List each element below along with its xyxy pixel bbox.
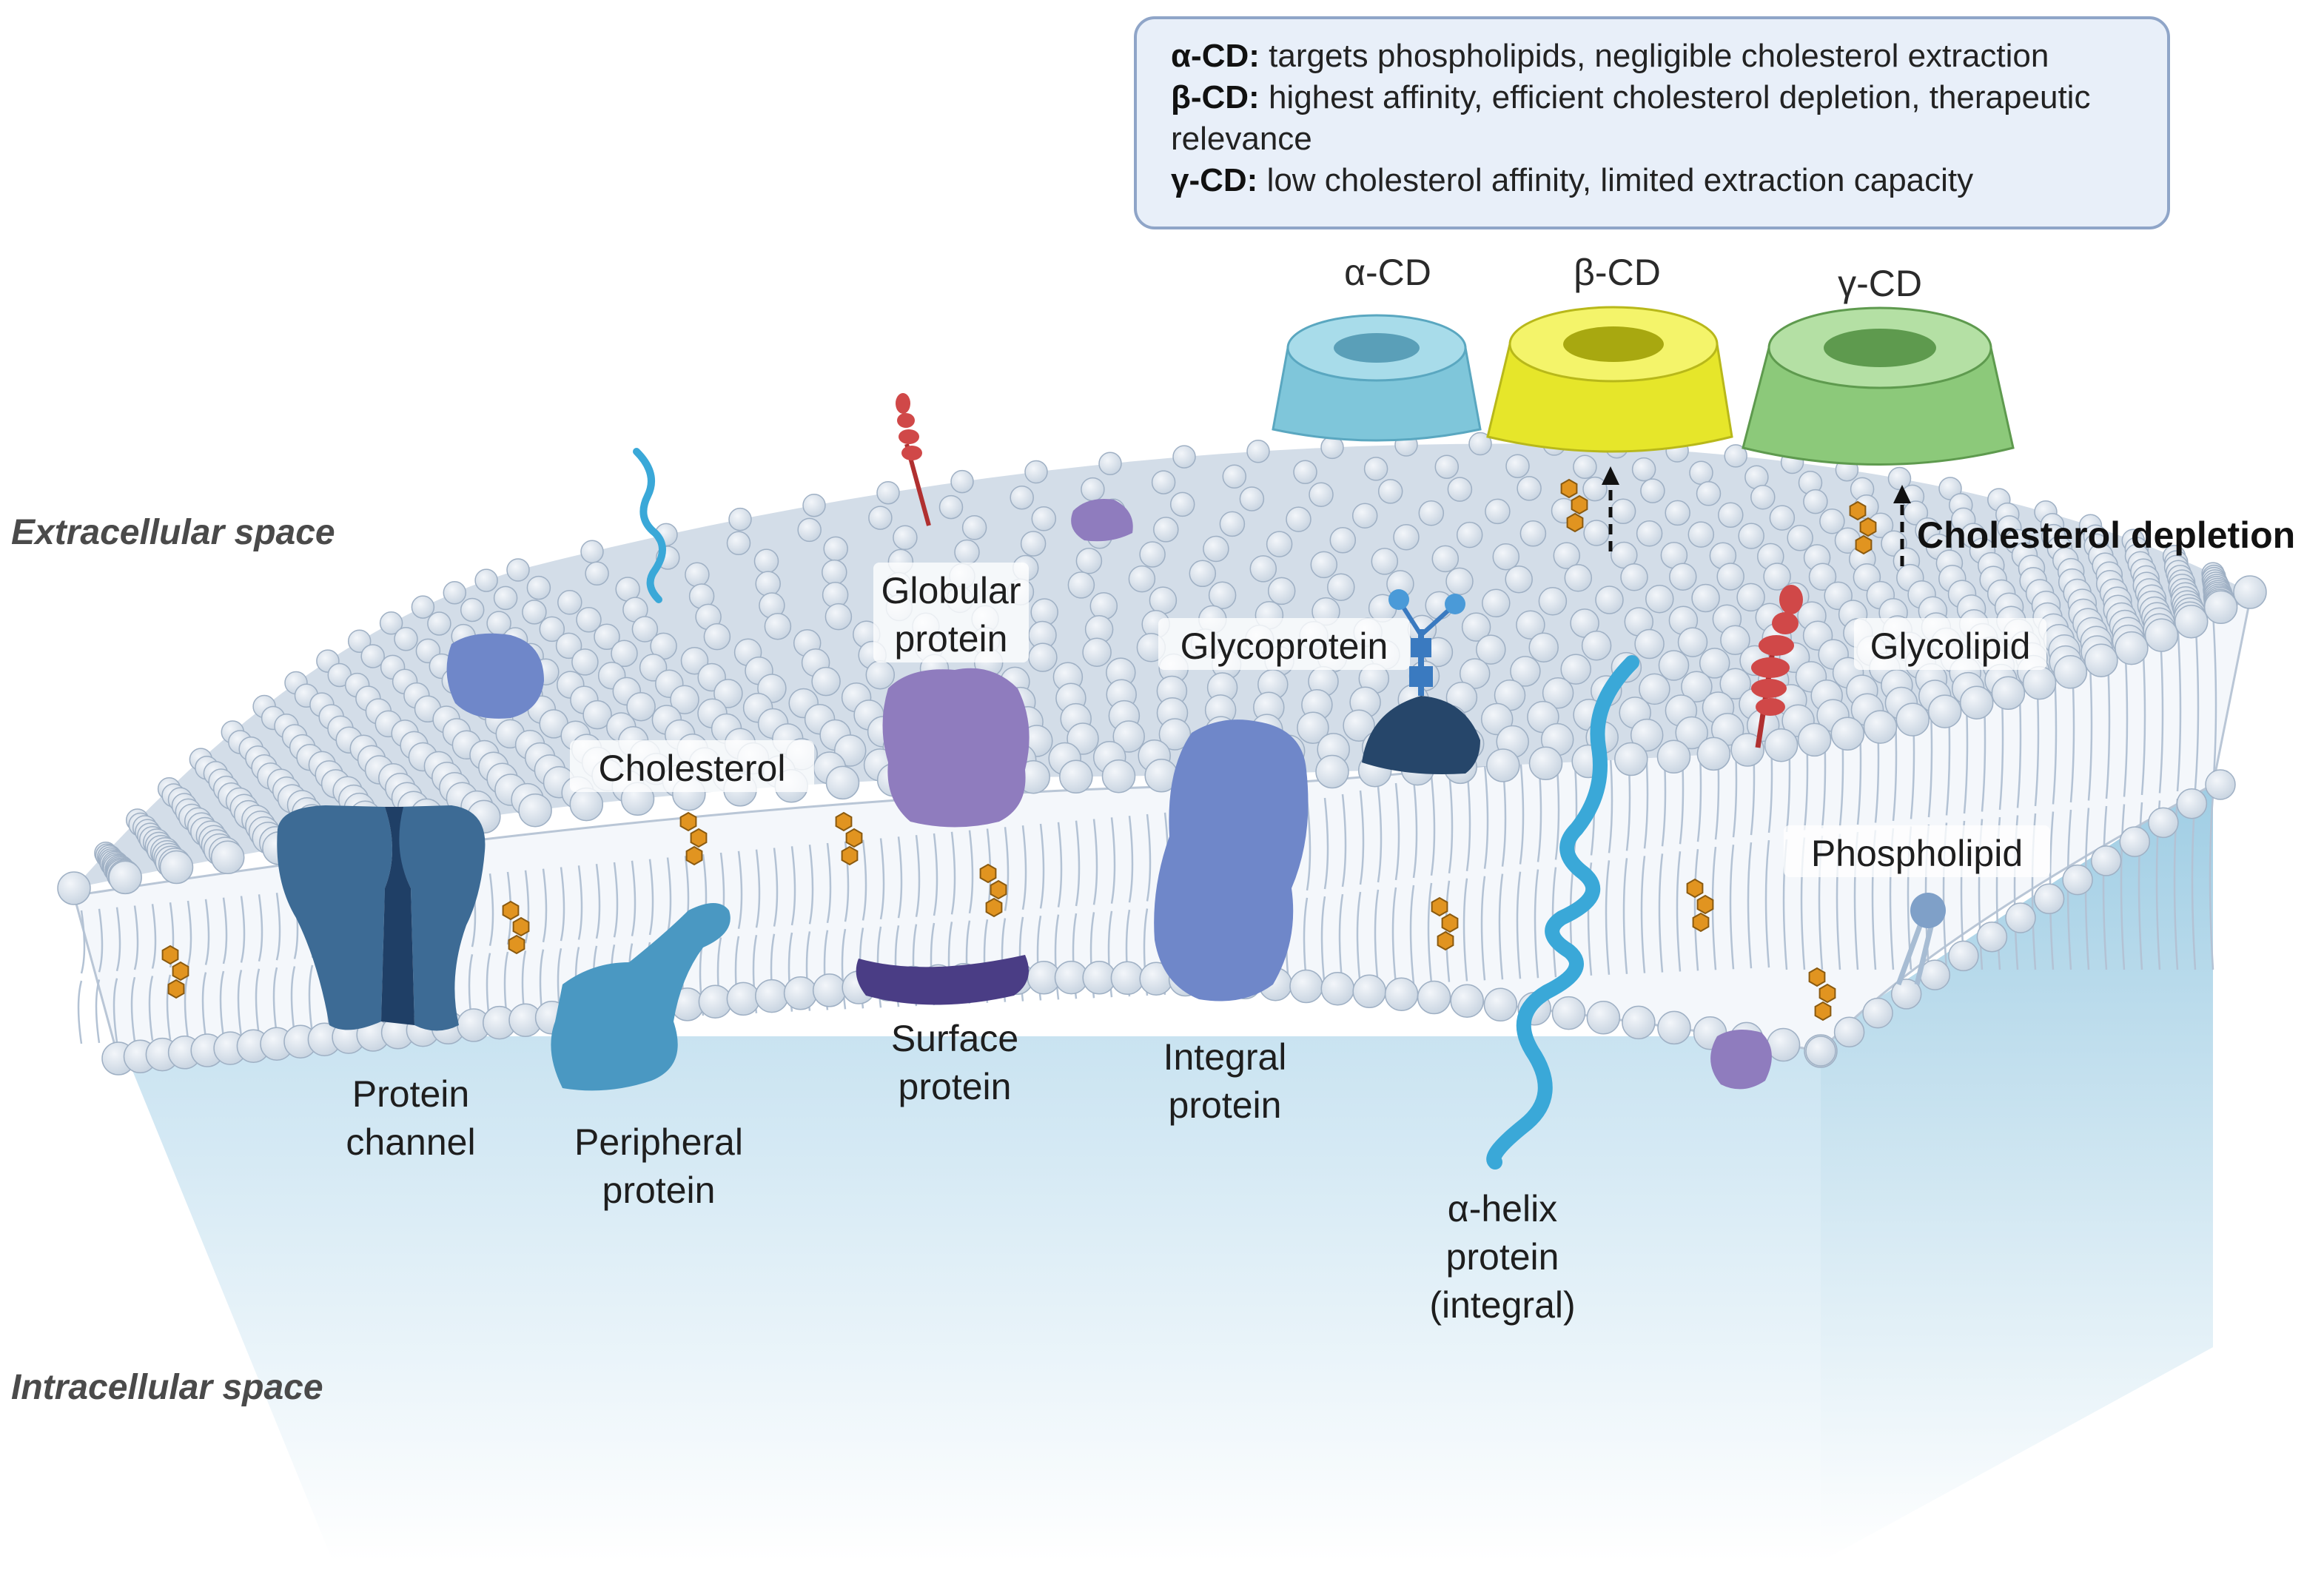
info-key-alpha: α-CD: (1171, 38, 1260, 74)
gamma-depletion-arrow (1893, 485, 1911, 566)
gamma-cd-ring (1742, 306, 2015, 466)
cholesterol-depletion-label: Cholesterol depletion (1917, 514, 2295, 556)
protein-channel-label-line2: channel (346, 1121, 475, 1163)
cholesterol-label: Cholesterol (599, 748, 786, 789)
phospholipid-label-bg (1784, 825, 2050, 877)
glycolipid-label: Glycolipid (1870, 625, 2031, 667)
cholesterol-label-bg (570, 740, 814, 792)
info-text-gamma: low cholesterol affinity, limited extrac… (1266, 162, 1974, 198)
globular-protein-label-line1: Globular (881, 570, 1021, 611)
small-protein-left (446, 633, 544, 719)
integral-protein-label-line1: Integral (1163, 1036, 1287, 1078)
info-row-beta: β-CD: highest affinity, efficient choles… (1171, 77, 2133, 160)
protein-channel-label-line1: Protein (352, 1073, 469, 1115)
cyclodextrin-info-box: α-CD: targets phospholipids, negligible … (1134, 16, 2170, 229)
extracellular-space-label: Extracellular space (11, 513, 335, 552)
intracellular-space-label: Intracellular space (11, 1368, 323, 1407)
gamma-cd-label: γ-CD (1838, 263, 1922, 304)
alpha-cd-cavity (1334, 333, 1420, 363)
integral-protein-label-line2: protein (1169, 1084, 1282, 1126)
info-text-alpha: targets phospholipids, negligible choles… (1269, 38, 2049, 74)
alpha-cd-label: α-CD (1344, 252, 1431, 293)
surface-protein-label-line1: Surface (891, 1018, 1018, 1059)
alpha-helix-label-line3: (integral) (1429, 1284, 1575, 1326)
info-row-gamma: γ-CD: low cholesterol affinity, limited … (1171, 160, 2133, 201)
surface-protein (856, 955, 1029, 1005)
peripheral-protein (551, 903, 731, 1091)
small-protein-top (1071, 499, 1133, 542)
info-row-alpha: α-CD: targets phospholipids, negligible … (1171, 36, 2133, 77)
glycoprotein-label: Glycoprotein (1181, 625, 1388, 667)
beta-cd-label: β-CD (1574, 252, 1661, 293)
integral-protein (1154, 719, 1309, 1001)
info-key-gamma: γ-CD: (1171, 162, 1258, 198)
phospholipid-marker (1895, 893, 1946, 986)
channel-left-subunit (277, 805, 392, 1030)
gamma-cd-cavity (1824, 329, 1936, 367)
glycoprotein-label-bg (1158, 618, 1410, 670)
info-key-beta: β-CD: (1171, 79, 1260, 115)
beta-cd-ring (1486, 306, 1733, 453)
beta-cd-cavity (1563, 326, 1664, 362)
glycolipid (1751, 585, 1803, 748)
intracellular-block (118, 1036, 1821, 1562)
protein-channel (277, 805, 486, 1031)
phospholipid-label: Phospholipid (1811, 833, 2023, 874)
glycolipid-label-bg (1854, 618, 2046, 670)
globular-label-bg (873, 563, 1029, 662)
peripheral-protein-label-line2: protein (602, 1170, 716, 1211)
alpha-helix-label-line1: α-helix (1448, 1188, 1557, 1229)
alpha-helix-label-line2: protein (1446, 1236, 1559, 1278)
beta-depletion-arrow (1602, 466, 1619, 551)
alpha-helix-protein (1486, 655, 1639, 1170)
globular-protein (882, 668, 1030, 828)
glycoprotein (1362, 589, 1480, 774)
surface-glycan-wave (633, 448, 666, 603)
info-text-beta: highest affinity, efficient cholesterol … (1171, 79, 2091, 157)
globular-protein-label-line2: protein (895, 618, 1008, 660)
cholesterol-molecules (161, 478, 1877, 1021)
channel-right-subunit (397, 805, 486, 1031)
surface-glycan-chain (896, 393, 931, 526)
alpha-cd-ring (1272, 314, 1482, 442)
peripheral-protein-label-line1: Peripheral (574, 1121, 743, 1163)
channel-pore (381, 807, 414, 1025)
surface-protein-label-line2: protein (899, 1066, 1012, 1107)
small-protein-bottom (1710, 1030, 1772, 1090)
